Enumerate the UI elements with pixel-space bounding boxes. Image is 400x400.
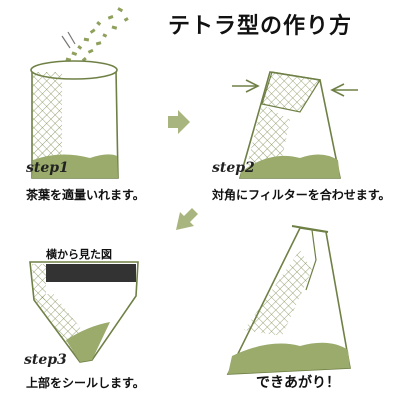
step2-tea-leaves bbox=[240, 154, 340, 178]
arrow-right-icon bbox=[168, 110, 190, 134]
step2-caption: 対角にフィルターを合わせます。 bbox=[212, 188, 391, 202]
step1-label: step1 bbox=[26, 160, 69, 176]
falling-tea-leaves bbox=[65, 7, 129, 62]
step1-filter-mesh bbox=[32, 72, 62, 178]
side-view-label: 横から見た図 bbox=[46, 248, 112, 261]
step2-filter-mesh bbox=[261, 71, 321, 113]
final-bag-fold bbox=[305, 229, 317, 291]
step3-illustration bbox=[29, 261, 139, 363]
page-title: テトラ型の作り方 bbox=[168, 14, 353, 39]
step3-filter-mesh bbox=[32, 264, 46, 300]
step3-seal-band bbox=[46, 264, 136, 282]
step1-illustration bbox=[30, 7, 129, 179]
final-bag-mesh bbox=[244, 250, 312, 336]
step3-label: step3 bbox=[24, 352, 67, 368]
final-caption: できあがり！ bbox=[256, 375, 340, 391]
final-tetra-illustration bbox=[226, 225, 351, 375]
pour-lines bbox=[61, 31, 76, 49]
arrow-down-left-icon bbox=[176, 208, 198, 230]
step3-tea-leaves bbox=[66, 322, 110, 362]
step2-label: step2 bbox=[212, 160, 255, 176]
final-bag-seal-top bbox=[291, 225, 329, 233]
step1-tea-leaves bbox=[32, 154, 118, 178]
step2-illustration bbox=[232, 71, 358, 179]
step1-caption: 茶葉を適量いれます。 bbox=[26, 188, 145, 202]
final-tea-leaves bbox=[228, 342, 350, 374]
step3-caption: 上部をシールします。 bbox=[26, 376, 145, 390]
